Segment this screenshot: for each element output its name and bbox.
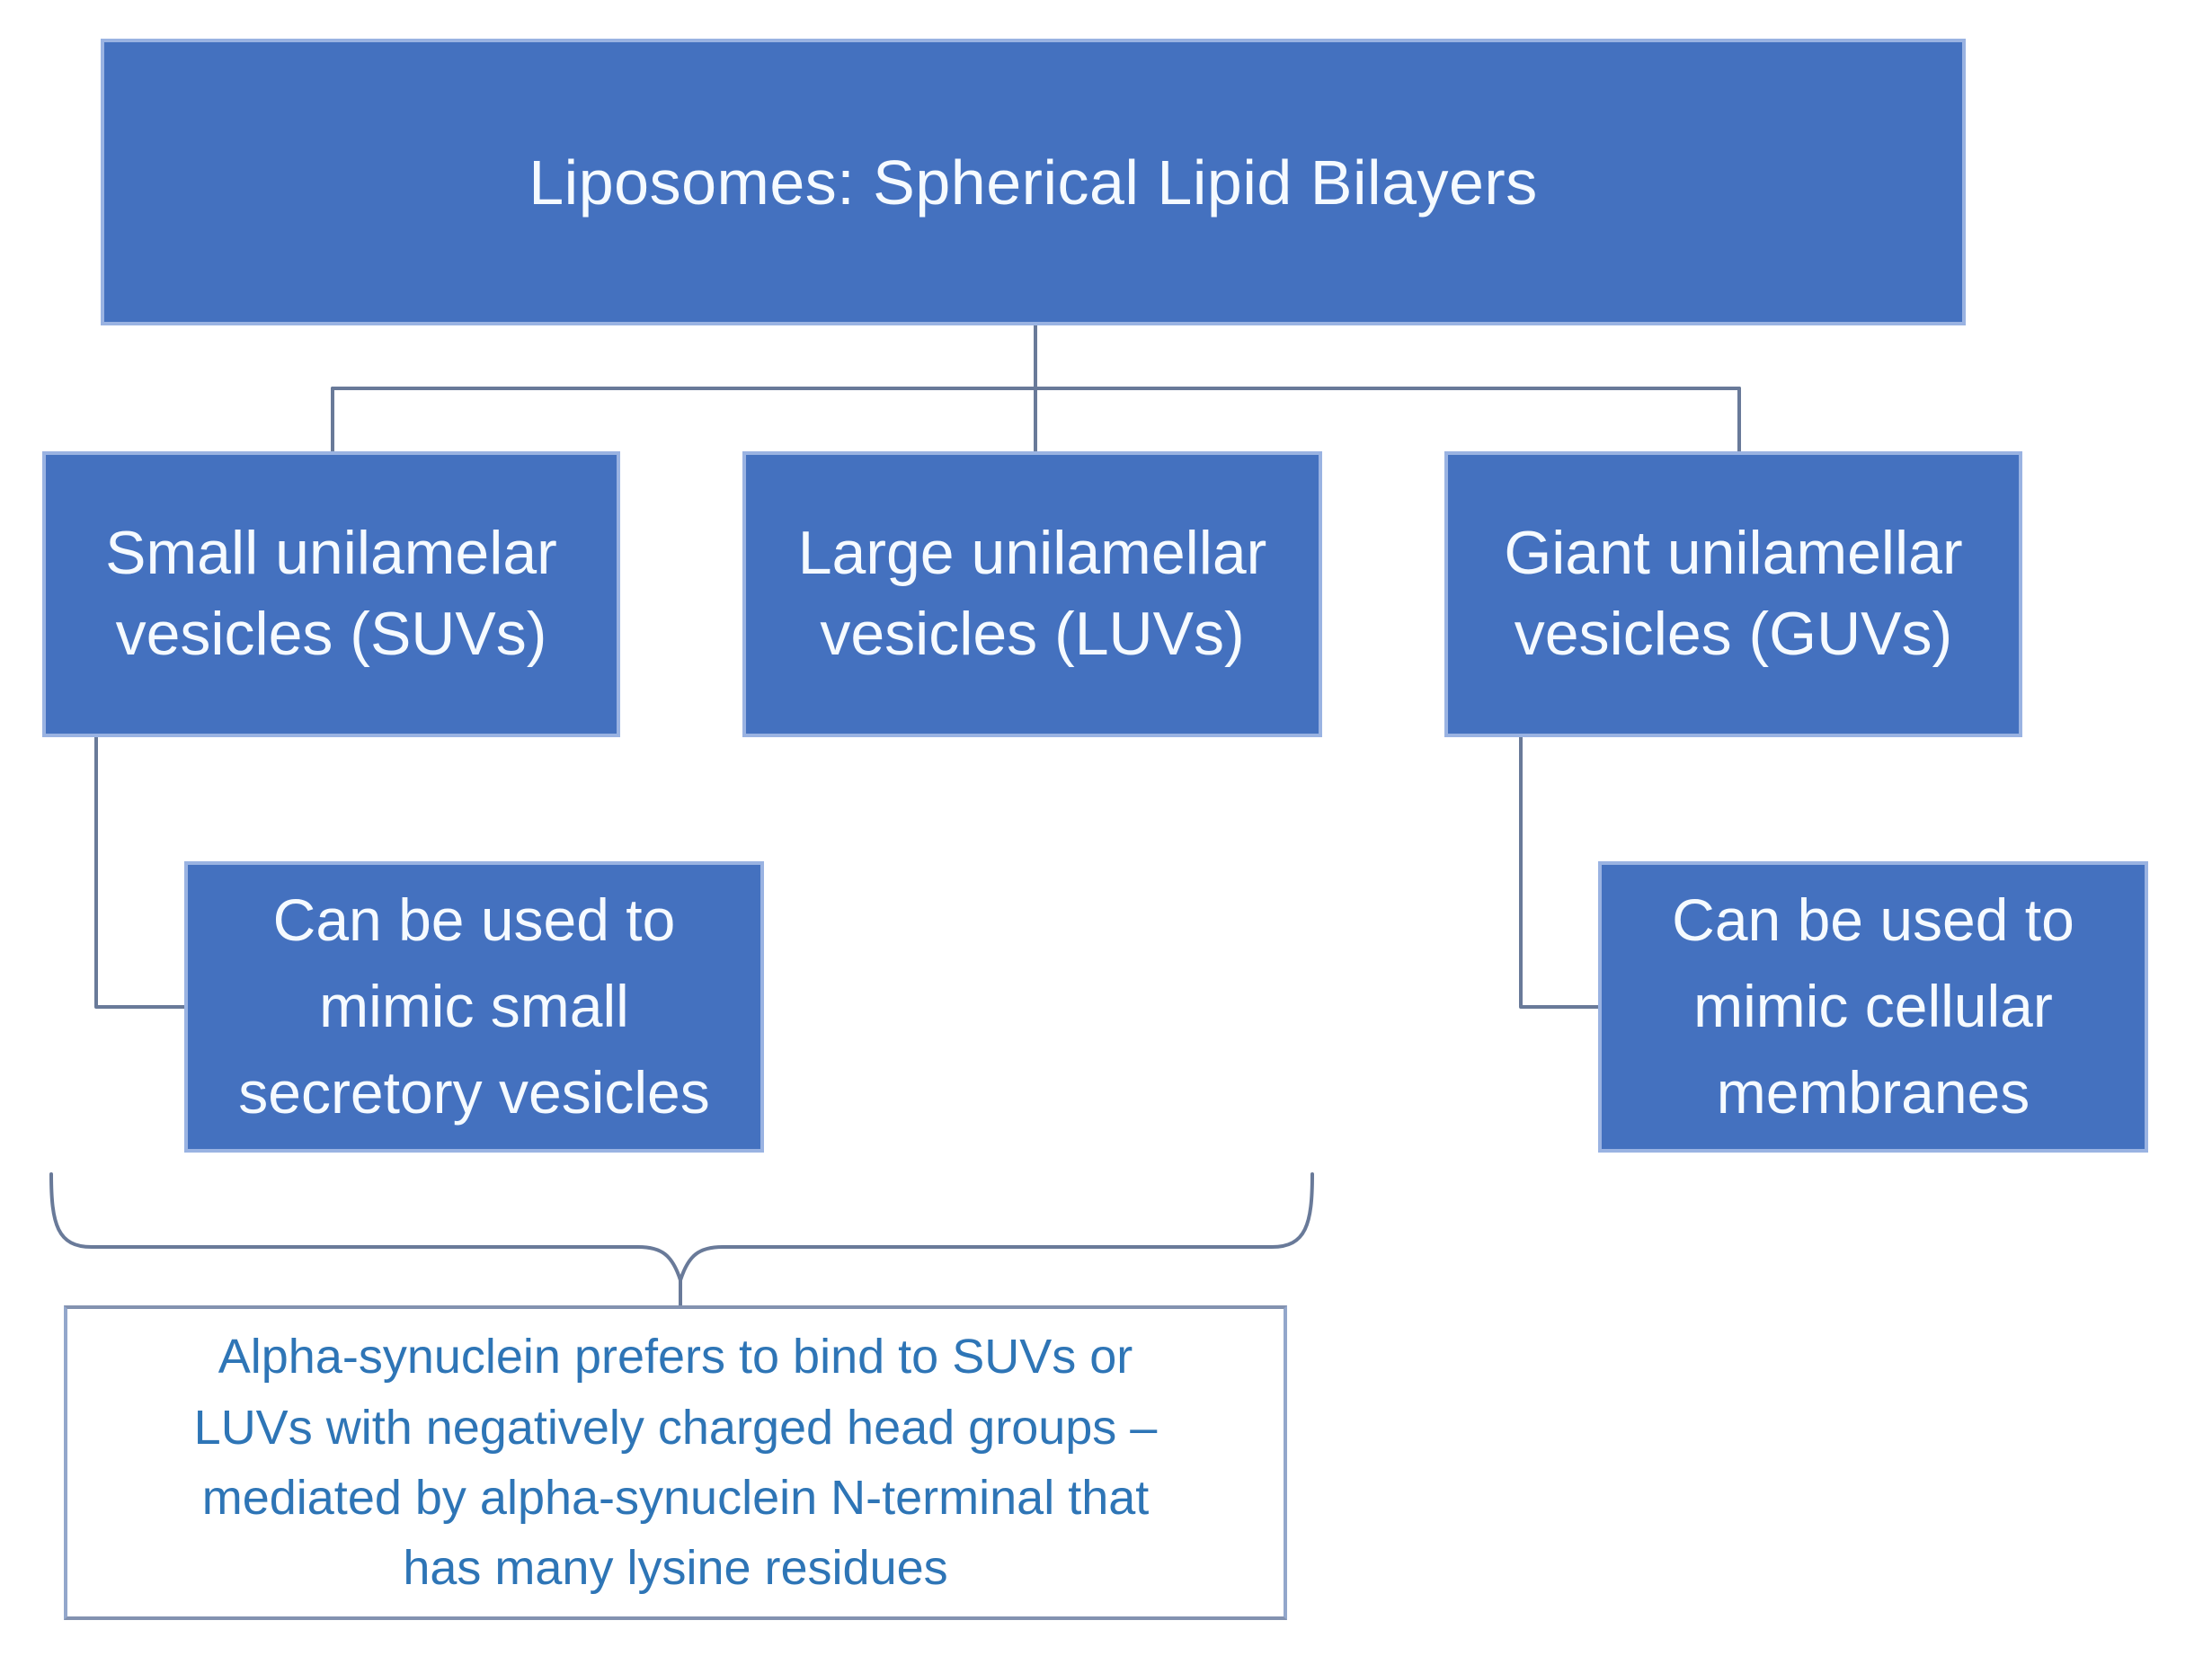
note-box-guv-label: Can be used to mimic cellular membranes <box>1672 886 2074 1126</box>
note-box-suv-label: Can be used to mimic small secretory ves… <box>238 886 710 1126</box>
suv-luv-brace <box>49 1172 1314 1282</box>
callout-box: Alpha-synuclein prefers to bind to SUVs … <box>64 1305 1287 1620</box>
callout-line: mediated by alpha-synuclein N-terminal t… <box>201 1471 1150 1525</box>
vesicle-box-luv: Large unilamellar vesicles (LUVs) <box>742 451 1322 737</box>
callout-line: LUVs with negatively charged head groups… <box>193 1400 1158 1455</box>
vesicle-box-suv: Small unilamelar vesicles (SUVs) <box>42 451 620 737</box>
vesicle-box-luv-label: Large unilamellar vesicles (LUVs) <box>797 519 1267 668</box>
callout-line: has many lysine residues <box>403 1541 948 1596</box>
vesicle-box-guv: Giant unilamellar vesicles (GUVs) <box>1444 451 2022 737</box>
title-box: Liposomes: Spherical Lipid Bilayers <box>101 39 1966 325</box>
vesicle-box-suv-label: Small unilamelar vesicles (SUVs) <box>105 519 557 668</box>
title-label: Liposomes: Spherical Lipid Bilayers <box>529 147 1538 218</box>
guv-note-elbow-connector-line <box>1519 735 1600 1009</box>
note-box-guv: Can be used to mimic cellular membranes <box>1598 861 2148 1153</box>
callout-line: Alpha-synuclein prefers to bind to SUVs … <box>218 1330 1133 1385</box>
vesicle-box-guv-label: Giant unilamellar vesicles (GUVs) <box>1504 519 1963 668</box>
suv-note-elbow-connector-line <box>94 735 186 1009</box>
note-box-suv: Can be used to mimic small secretory ves… <box>184 861 764 1153</box>
